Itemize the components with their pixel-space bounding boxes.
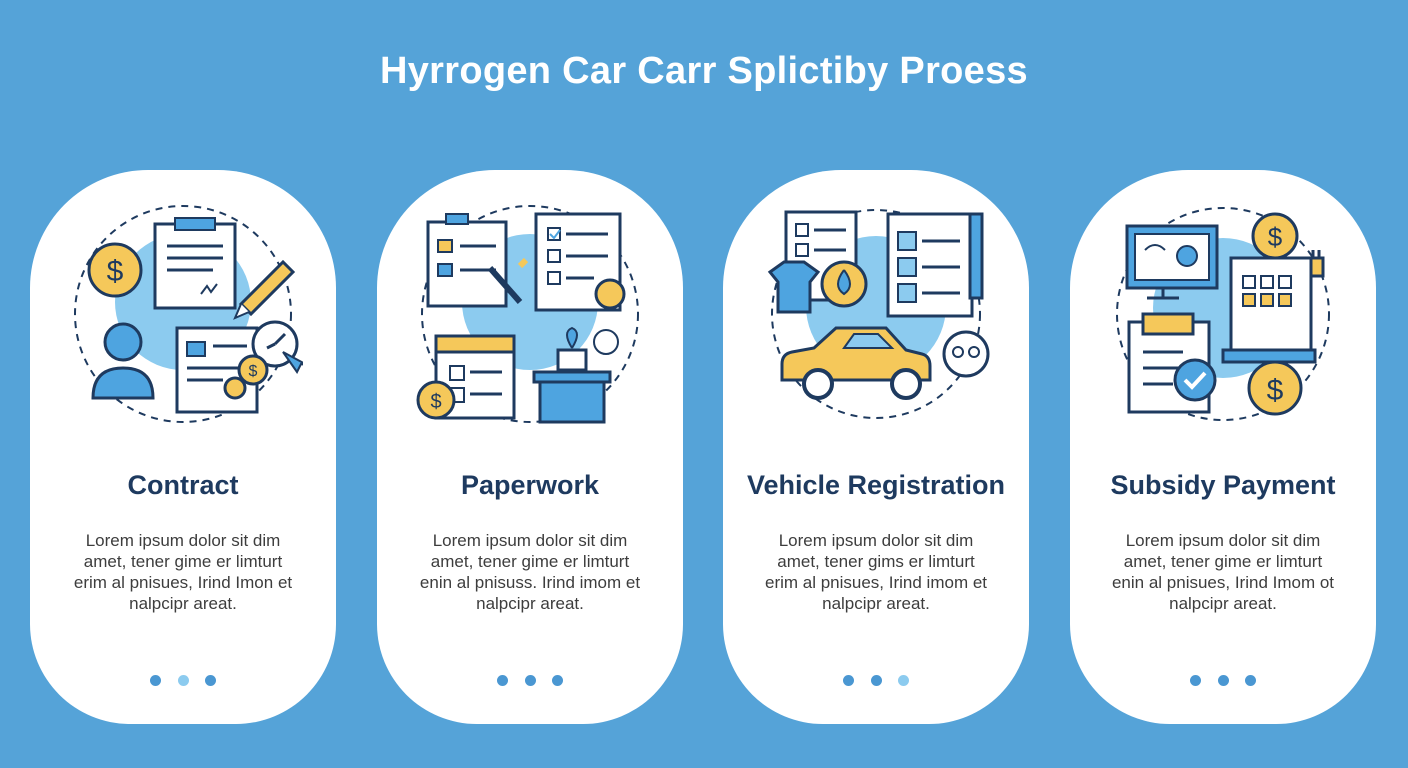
- subsidy-payment-illustration-icon: $ $: [1103, 202, 1343, 432]
- page-title: Hyrrogen Car Carr Splictiby Proess: [380, 50, 1028, 92]
- dot[interactable]: [551, 675, 563, 686]
- card-subsidy-payment[interactable]: $ $ Subsidy Payment L: [1070, 170, 1376, 724]
- dot[interactable]: [150, 675, 162, 686]
- contract-illustration-icon: $ $: [63, 202, 310, 432]
- dot[interactable]: [897, 675, 909, 686]
- card-contract[interactable]: $ $ Contract Lorem ipsum dolor sit dim a…: [30, 170, 336, 724]
- card-title: Subsidy Payment: [1110, 470, 1336, 500]
- card-paperwork[interactable]: $ Paperwork Lorem ipsum dolor sit dim am…: [377, 170, 683, 724]
- svg-text:$: $: [430, 391, 441, 413]
- dot[interactable]: [524, 675, 536, 686]
- dot[interactable]: [177, 675, 189, 686]
- svg-text:$: $: [107, 255, 124, 288]
- vehicle-registration-illustration-icon: [756, 202, 996, 432]
- dot[interactable]: [497, 675, 509, 686]
- card-title: Contract: [127, 470, 239, 500]
- dot[interactable]: [870, 675, 882, 686]
- svg-text:$: $: [1268, 222, 1283, 252]
- dot[interactable]: [1190, 675, 1202, 686]
- pagination-dots: [723, 673, 1029, 691]
- card-description: Lorem ipsum dolor sit dim amet, tener gi…: [1111, 531, 1335, 613]
- card-description: Lorem ipsum dolor sit dim amet, tener gi…: [764, 531, 988, 613]
- card-description: Lorem ipsum dolor sit dim amet, tener gi…: [73, 531, 293, 613]
- pagination-dots: [377, 673, 683, 691]
- pagination-dots: [1070, 673, 1376, 691]
- card-vehicle-registration[interactable]: Vehicle Registration Lorem ipsum dolor s…: [723, 170, 1029, 724]
- paperwork-illustration-icon: $: [410, 202, 650, 432]
- card-title: Vehicle Registration: [746, 470, 1006, 500]
- svg-text:$: $: [1267, 374, 1284, 407]
- card-title: Paperwork: [460, 470, 600, 500]
- dot[interactable]: [1244, 675, 1256, 686]
- dot[interactable]: [843, 675, 855, 686]
- pagination-dots: [30, 673, 336, 691]
- dot[interactable]: [1217, 675, 1229, 686]
- card-description: Lorem ipsum dolor sit dim amet, tener gi…: [419, 531, 641, 613]
- svg-text:$: $: [249, 363, 258, 380]
- dot[interactable]: [204, 675, 216, 686]
